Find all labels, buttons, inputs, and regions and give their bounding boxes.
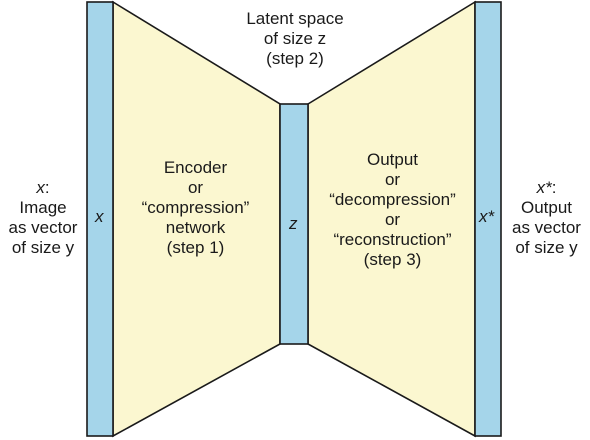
encoder-line3: “compression” (141, 198, 250, 217)
encoder-line5: (step 1) (166, 238, 225, 257)
output-label-line3: as vector (512, 218, 581, 237)
input-vector-bar (86, 1, 114, 437)
latent-space-label: Latent space of size z (step 2) (200, 9, 390, 69)
input-bar-label: x (95, 207, 104, 226)
decoder-line1: Output (366, 150, 419, 169)
output-bar-label: x* (479, 207, 495, 226)
latent-space-line3: (step 2) (266, 49, 324, 68)
latent-space-line1: Latent space (246, 9, 344, 28)
input-label-line3: as vector (8, 218, 78, 237)
decoder-line3: “decompression” (329, 190, 456, 209)
output-label: x*: Output as vector of size y (503, 178, 590, 258)
latent-vector-bar (279, 103, 309, 345)
latent-space-line2: of size z (263, 29, 327, 48)
encoder-line1: Encoder (163, 158, 228, 177)
decoder-label: Output or “decompression” or “reconstruc… (310, 150, 475, 270)
output-colon: : (551, 178, 557, 197)
latent-bar-label: z (289, 214, 298, 233)
encoder-line2: or (187, 178, 204, 197)
decoder-line4: or (384, 210, 401, 229)
input-label-line2: Image (19, 198, 67, 217)
input-label-line4: of size y (11, 238, 75, 257)
input-symbol: x (36, 178, 45, 197)
input-colon: : (44, 178, 50, 197)
output-symbol: x* (536, 178, 552, 197)
output-vector-bar (474, 1, 502, 437)
input-label: x: Image as vector of size y (0, 178, 86, 258)
decoder-line5: “reconstruction” (333, 230, 452, 249)
output-label-line1: x*: (503, 178, 590, 198)
encoder-label: Encoder or “compression” network (step 1… (113, 158, 278, 258)
input-label-line1: x: (0, 178, 86, 198)
output-label-line2: Output (520, 198, 573, 217)
output-label-line4: of size y (515, 238, 578, 257)
encoder-line4: network (165, 218, 226, 237)
decoder-line2: or (384, 170, 401, 189)
decoder-line6: (step 3) (363, 250, 422, 269)
